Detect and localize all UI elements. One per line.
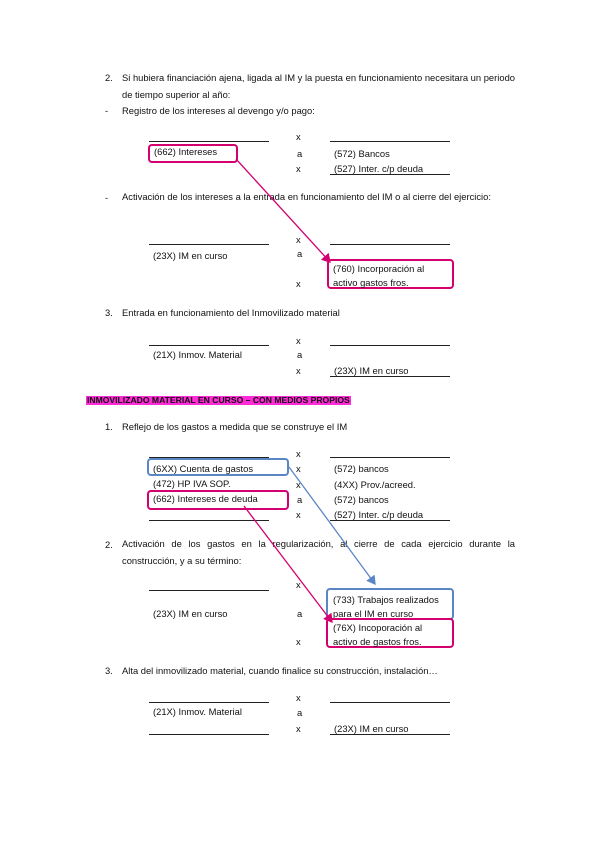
ledger-x-mark: x	[296, 163, 301, 174]
debit-account: (21X) Inmov. Material	[153, 706, 242, 717]
ledger-x-mark: x	[296, 278, 301, 289]
credit-account: (572) bancos	[334, 463, 389, 474]
ledger-line	[149, 244, 269, 245]
credit-account: (527) Inter. c/p deuda	[334, 163, 424, 174]
ledger-line	[149, 141, 269, 142]
ledger-x-mark: x	[296, 723, 301, 734]
ledger-x-mark: x	[296, 636, 301, 647]
arrow-pink	[243, 505, 333, 624]
list-number: 2.	[105, 72, 113, 83]
credit-account: (23X) IM en curso	[334, 723, 409, 734]
ledger-line	[149, 520, 269, 521]
ledger-line	[330, 520, 450, 521]
ledger-line	[330, 702, 450, 703]
credit-account: (572) Bancos	[334, 148, 390, 159]
ledger-a-mark: a	[297, 707, 303, 718]
paragraph: Activación de los gastos en la regulariz…	[122, 538, 515, 566]
ledger-x-mark: x	[296, 463, 301, 474]
credit-account: (527) Inter. c/p deuda	[334, 509, 424, 520]
highlight-box	[147, 458, 289, 476]
ledger-a-mark: a	[297, 349, 303, 360]
ledger-line	[149, 734, 269, 735]
debit-account: (662) Intereses	[154, 146, 218, 157]
credit-account-line1: (733) Trabajos realizados	[333, 594, 439, 605]
ledger-x-mark: x	[296, 131, 301, 142]
ledger-line	[330, 141, 450, 142]
credit-account-line2: activo de gastos fros.	[333, 636, 422, 647]
credit-account-line1: (760) Incorporación al	[333, 263, 425, 274]
paragraph: Entrada en funcionamiento del Inmoviliza…	[122, 307, 340, 318]
ledger-line	[330, 345, 450, 346]
arrow-blue	[288, 466, 376, 586]
ledger-line	[330, 376, 450, 377]
paragraph: Registro de los intereses al devengo y/o…	[122, 105, 315, 116]
ledger-x-mark: x	[296, 234, 301, 245]
debit-account: (23X) IM en curso	[153, 250, 228, 261]
ledger-x-mark: x	[296, 692, 301, 703]
bullet-dash: -	[105, 105, 109, 116]
ledger-line	[149, 457, 269, 458]
highlight-box	[326, 618, 454, 648]
list-number: 3.	[105, 307, 113, 318]
highlight-box	[327, 259, 454, 289]
ledger-a-mark: a	[297, 148, 303, 159]
list-number: 3.	[105, 665, 113, 676]
ledger-a-mark: a	[297, 494, 303, 505]
ledger-x-mark: x	[296, 448, 301, 459]
ledger-line	[330, 457, 450, 458]
ledger-line	[149, 345, 269, 346]
highlight-box	[147, 490, 289, 510]
ledger-x-mark: x	[296, 335, 301, 346]
debit-account: (23X) IM en curso	[153, 608, 228, 619]
ledger-line	[149, 702, 269, 703]
debit-account: (21X) Inmov. Material	[153, 349, 242, 360]
credit-account: (23X) IM en curso	[334, 365, 409, 376]
ledger-line	[330, 174, 450, 175]
arrow-pink	[235, 158, 331, 263]
section-heading: INMOVILIZADO MATERIAL EN CURSO – CON MED…	[86, 395, 351, 405]
ledger-x-mark: x	[296, 479, 301, 490]
ledger-a-mark: a	[297, 608, 303, 619]
ledger-x-mark: x	[296, 509, 301, 520]
ledger-line	[330, 244, 450, 245]
ledger-line	[330, 734, 450, 735]
credit-account: (4XX) Prov./acreed.	[334, 479, 416, 490]
credit-account: (572) bancos	[334, 494, 389, 505]
ledger-x-mark: x	[296, 365, 301, 376]
bullet-dash: -	[105, 192, 109, 203]
debit-account: (6XX) Cuenta de gastos	[153, 463, 254, 474]
paragraph: Reflejo de los gastos a medida que se co…	[122, 421, 348, 432]
list-number: 1.	[105, 421, 113, 432]
ledger-x-mark: x	[296, 579, 301, 590]
paragraph: Activación de los intereses a la entrada…	[122, 191, 491, 202]
highlight-box	[148, 144, 238, 163]
debit-account: (662) Intereses de deuda	[153, 493, 258, 504]
debit-account: (472) HP IVA SOP.	[153, 478, 231, 489]
ledger-line	[149, 590, 269, 591]
list-number: 2.	[105, 539, 113, 550]
ledger-a-mark: a	[297, 248, 303, 259]
credit-account-line1: (76X) Incoporación al	[333, 622, 423, 633]
paragraph: Si hubiera financiación ajena, ligada al…	[122, 72, 515, 100]
paragraph: Alta del inmovilizado material, cuando f…	[122, 665, 438, 676]
credit-account-line2: para el IM en curso	[333, 608, 414, 619]
credit-account-line2: activo gastos fros.	[333, 277, 409, 288]
